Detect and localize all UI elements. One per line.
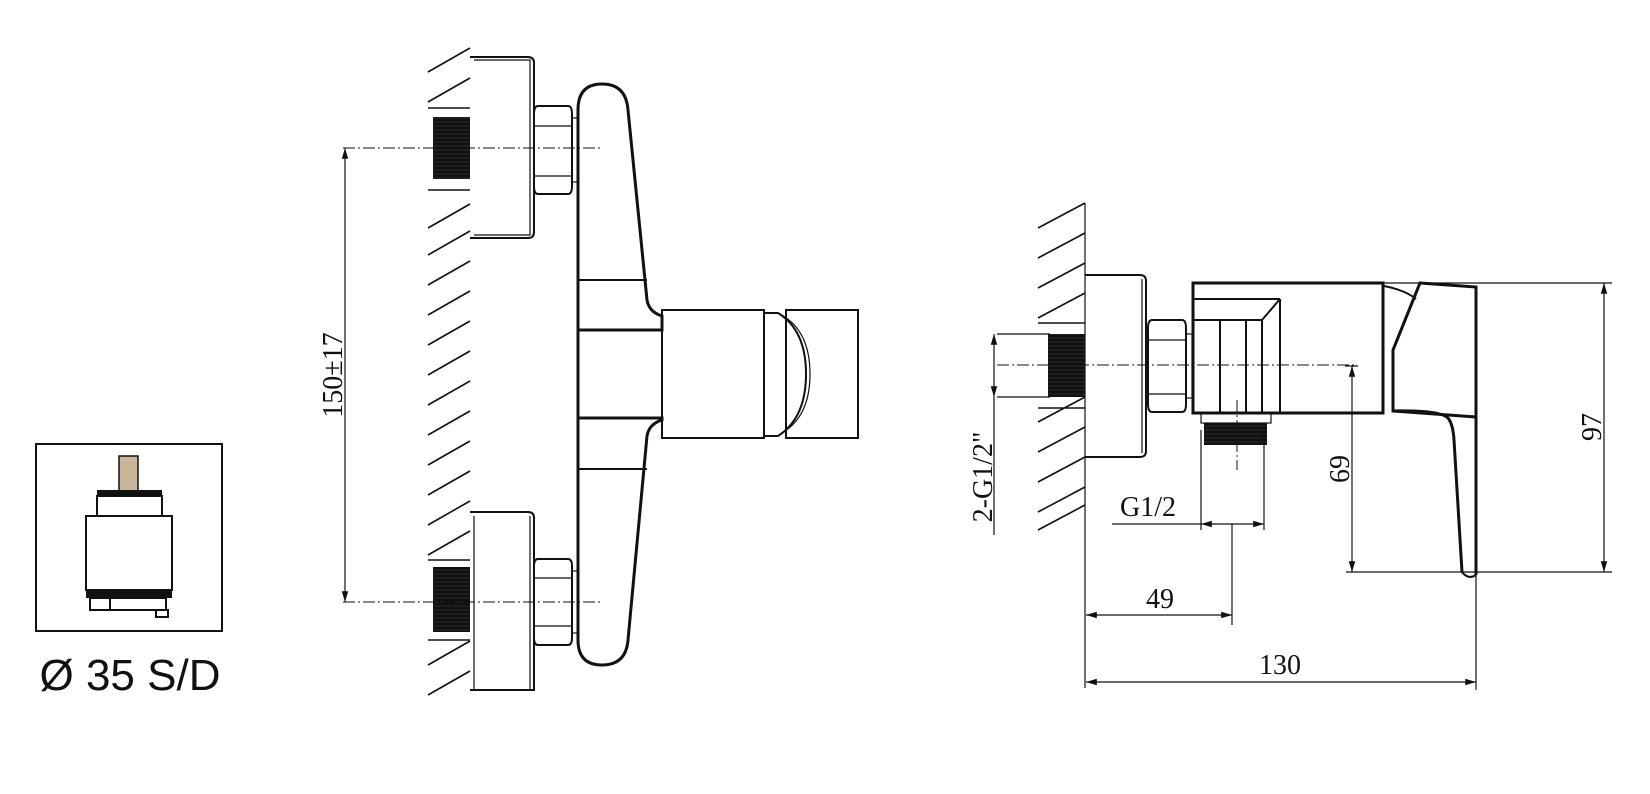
total-depth-label: 130 (1259, 650, 1301, 681)
body-center (661, 309, 765, 439)
wall-hatch-side (1037, 202, 1086, 531)
outlet-offset-label: 49 (1146, 584, 1174, 615)
wall-hatch-front (427, 47, 471, 696)
inlet-thread-label: 2-G1/2" (968, 432, 999, 523)
cartridge-stem (118, 455, 139, 492)
side-outlet-thread (1204, 423, 1267, 445)
handle-knob (764, 312, 808, 437)
front-view: 150±17 (318, 47, 859, 696)
hex-nut-top (533, 105, 579, 195)
side-hex-nut (1147, 319, 1193, 413)
side-handle-top (1391, 281, 1478, 419)
inlet-spacing-label: 150±17 (318, 332, 349, 417)
outlet-thread-label: G1/2 (1120, 492, 1176, 523)
side-body (1191, 281, 1385, 415)
cartridge-label: Ø 35 S/D (40, 651, 221, 700)
cartridge-icon (35, 443, 223, 632)
body-upper-arm (576, 82, 664, 332)
side-escutcheon (1085, 274, 1147, 458)
escutcheon-bottom (470, 511, 535, 691)
handle-block (785, 309, 859, 439)
side-view: 2-G1/2" G1/2 49 130 69 97 (968, 202, 1612, 690)
total-height-label: 97 (1577, 413, 1608, 441)
inlet-thread-bottom (433, 567, 470, 632)
side-handle-lever (1392, 409, 1464, 573)
outlet-height-label: 69 (1325, 455, 1356, 483)
body-lower-arm (576, 416, 664, 667)
